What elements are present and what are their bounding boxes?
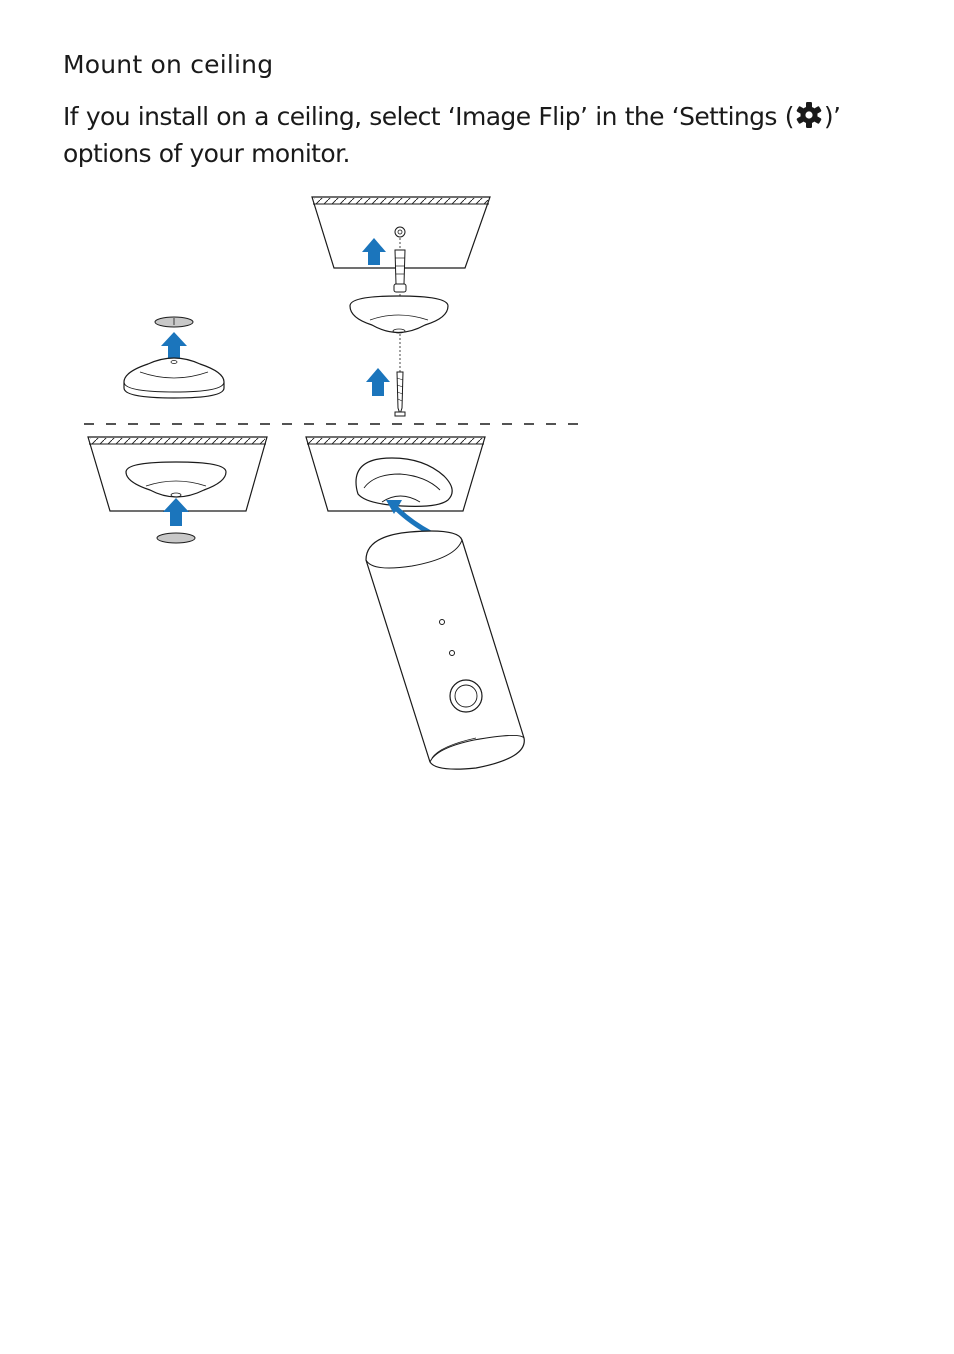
rubber-cap (154, 316, 194, 328)
gear-icon (796, 102, 822, 128)
arrow-up-icon (366, 368, 390, 396)
mounted-base-right (355, 457, 453, 507)
screw-hole (394, 226, 406, 238)
ceiling-instruction: If you install on a ceiling, select ‘Ima… (63, 98, 893, 172)
instruction-text-after: )’ options of your monitor. (63, 102, 841, 168)
instruction-text-before: If you install on a ceiling, select ‘Ima… (63, 102, 794, 131)
section-heading: Mount on ceiling (63, 50, 274, 79)
arrow-up-icon (163, 498, 189, 526)
camera-sensor (449, 650, 455, 656)
wall-anchor (393, 249, 407, 293)
arrow-up-icon (161, 332, 187, 360)
curved-arrow-icon (393, 505, 435, 537)
curved-arrow-head (386, 500, 402, 514)
rubber-cap (156, 532, 196, 544)
mounted-base-left (125, 461, 227, 498)
ceiling-mount-illustration (84, 196, 584, 770)
mount-base-center (349, 295, 449, 334)
mount-base-left (123, 357, 225, 399)
screw (394, 371, 406, 417)
arrow-up-icon (362, 238, 386, 265)
camera-indicator (439, 619, 445, 625)
camera-body (365, 530, 525, 770)
